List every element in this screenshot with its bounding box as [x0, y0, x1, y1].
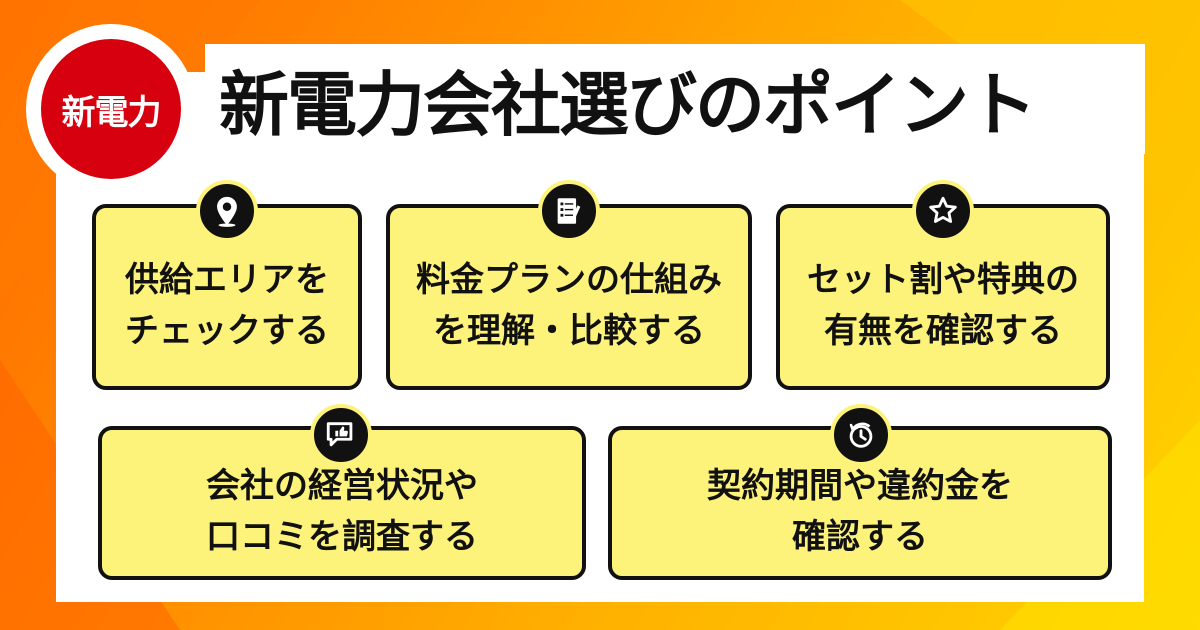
badge: 新電力: [26, 24, 196, 194]
checklist-document-icon: [538, 180, 600, 242]
point-card-text: 契約期間や違約金を 確認する: [707, 466, 1013, 557]
point-card-text: 会社の経営状況や 口コミを調査する: [206, 466, 478, 557]
title-box: 新電力会社選びのポイント: [205, 44, 1145, 154]
point-card-text: セット割や特典の 有無を確認する: [807, 260, 1079, 351]
star-icon: [912, 180, 974, 242]
point-card-3: セット割や特典の 有無を確認する: [776, 204, 1110, 390]
point-card-text: 供給エリアを チェックする: [125, 260, 329, 351]
point-card-text: 料金プランの仕組み を理解・比較する: [416, 260, 722, 351]
clock-refresh-icon: [830, 404, 892, 466]
point-card-1: 供給エリアを チェックする: [92, 204, 362, 390]
badge-label: 新電力: [41, 39, 181, 179]
thumbs-up-speech-icon: [310, 404, 372, 466]
page-title: 新電力会社選びのポイント: [219, 63, 1037, 146]
location-pin-icon: [196, 180, 258, 242]
